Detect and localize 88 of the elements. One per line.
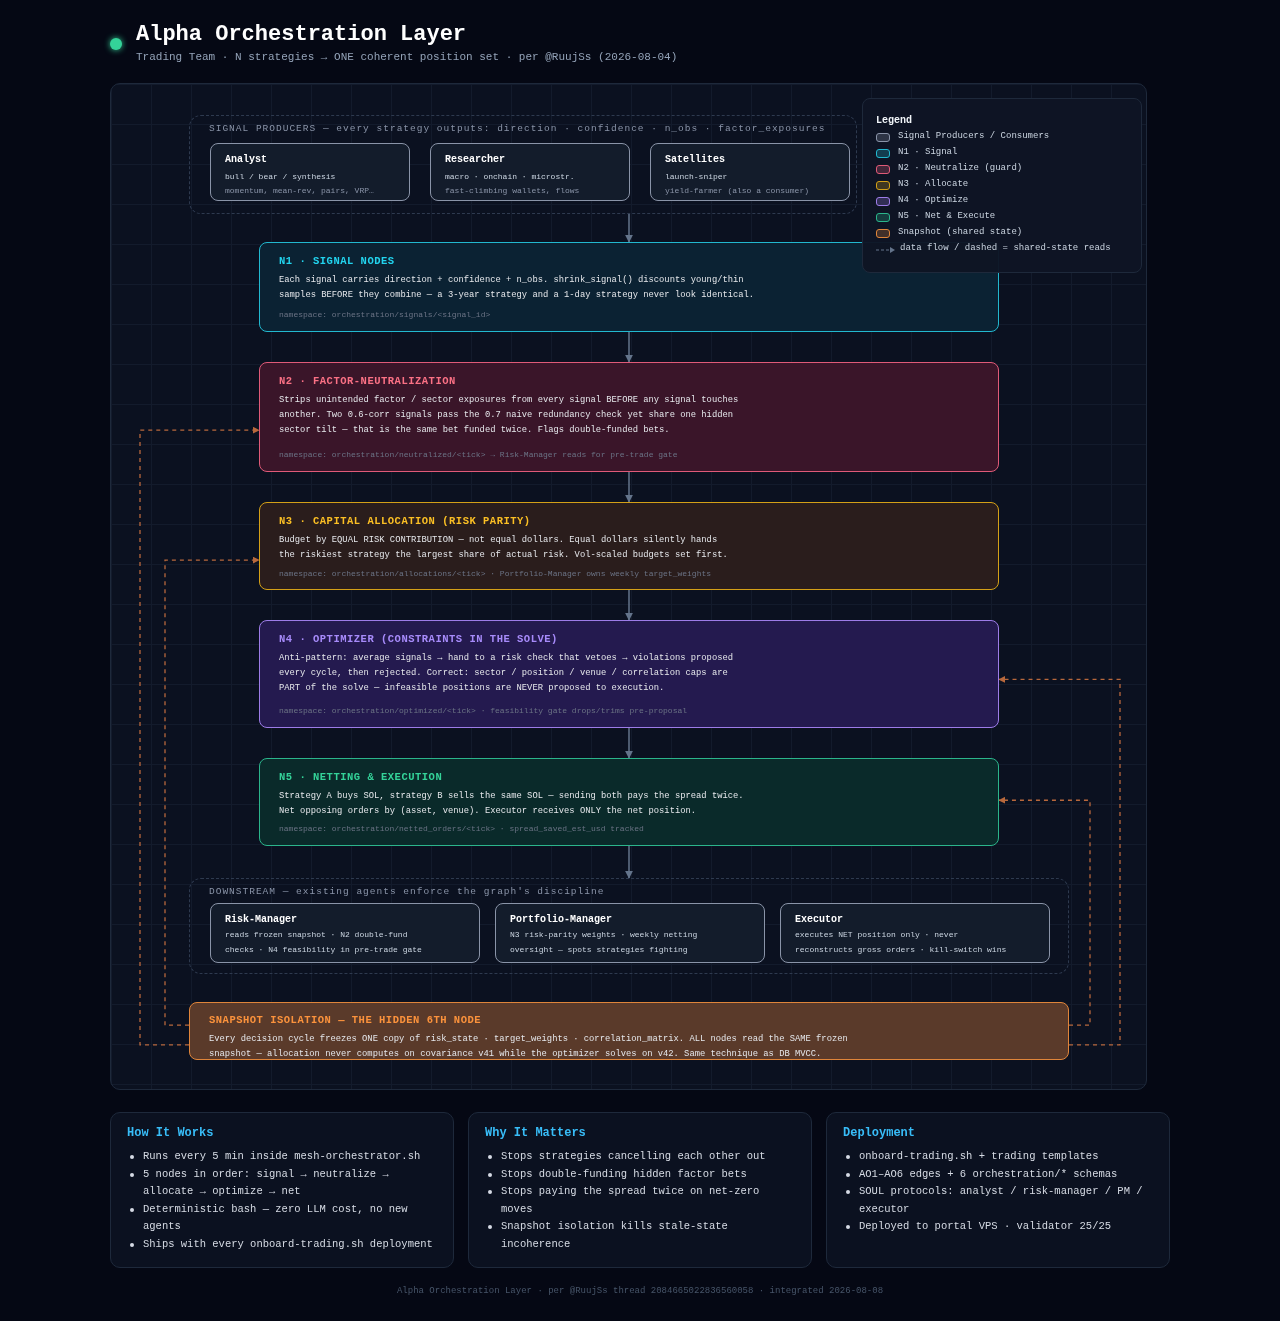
dashed-arrow <box>998 796 1091 1026</box>
agent-card <box>430 143 630 201</box>
group-frame <box>189 115 857 214</box>
namespace-note: namespace: orchestration/allocations/<tick> · Portfolio-Manager owns weekly target_weights <box>279 568 712 580</box>
subtitle: Trading Team · N strategies → ONE coherent position set · per @RuujSs (2026-08-04) <box>136 51 678 63</box>
legend-label: Signal Producers / Consumers <box>898 131 1050 141</box>
snapshot-box <box>189 1002 1069 1060</box>
bullet-text: Stops double-funding hidden factor bets <box>501 1166 748 1182</box>
card-detail: executes NET position only · never reconstructs gross orders · kill-switch wins <box>795 929 1008 956</box>
info-card <box>468 1112 812 1268</box>
bullet-text: Stops strategies cancelling each other out <box>501 1149 767 1164</box>
card-detail: yield-farmer (also a consumer) <box>665 185 811 197</box>
card-heading: How It Works <box>127 1126 214 1140</box>
card-title: Executor <box>795 913 843 927</box>
agent-card <box>210 903 480 963</box>
card-detail: bull / bear / synthesis <box>225 171 337 183</box>
stage-box <box>259 362 999 472</box>
stage-description: Strategy A buys SOL, strategy B sells the same SOL — sending both pays the spread twice. Net opposing orders by (asset, venue). Executor receives ONLY the net position. <box>279 790 745 818</box>
card-title: Portfolio-Manager <box>510 913 613 927</box>
legend-label: N4 · Optimize <box>898 195 969 205</box>
stage-title: N2 · FACTOR-NEUTRALIZATION <box>279 374 456 388</box>
bullet-text: Ships with every onboard-trading.sh deployment <box>143 1236 434 1252</box>
dashed-arrow <box>139 426 260 1046</box>
card-title: Analyst <box>225 153 267 167</box>
legend-label: N1 · Signal <box>898 147 958 157</box>
info-card <box>826 1112 1170 1268</box>
namespace-note: namespace: orchestration/optimized/<tick> · feasibility gate drops/trims pre-proposal <box>279 705 688 717</box>
arrow <box>625 213 633 243</box>
stage-description: Strips unintended factor / sector exposures from every signal BEFORE any signal touches another. Two 0.6-corr signals pass the 0.7 naive redundancy check yet share one hidden sector tilt — that is the same bet funded twice. Flags double-funded bets. <box>279 394 740 437</box>
stage-description: Each signal carries direction + confidence + n_obs. shrink_signal() discounts young/thin samples BEFORE they combine — a 3-year strategy and a 1-day strategy never look identical. <box>279 274 756 302</box>
bullet-text: Deployed to portal VPS · validator 25/25 <box>859 1219 1113 1234</box>
agent-card <box>650 143 850 201</box>
namespace-note: namespace: orchestration/signals/<signal_id> <box>279 309 491 321</box>
stage-description: Budget by EQUAL RISK CONTRIBUTION — not equal dollars. Equal dollars silently hands the riskiest strategy the largest share of actual risk. Vol-scaled budgets set first. <box>279 534 729 562</box>
bullet-text: onboard-trading.sh + trading templates <box>859 1149 1100 1164</box>
dashed-arrow <box>998 675 1121 1046</box>
stage-box <box>259 242 999 332</box>
legend-label: data flow / dashed = shared-state reads <box>900 243 1111 253</box>
bullet-text: SOUL protocols: analyst / risk-manager / PM / executor <box>859 1184 1144 1217</box>
stage-box <box>259 758 999 846</box>
bullet-text: AO1–AO6 edges + 6 orchestration/* schemas <box>859 1166 1119 1182</box>
group-label: DOWNSTREAM — existing agents enforce the graph's discipline <box>209 886 605 897</box>
agent-card <box>210 143 410 201</box>
card-title: Researcher <box>445 153 505 167</box>
namespace-note: namespace: orchestration/netted_orders/<tick> · spread_saved_est_usd tracked <box>279 823 644 835</box>
stage-description: Every decision cycle freezes ONE copy of risk_state · target_weights · correlation_matrix. ALL nodes read the SAME frozen snapshot — allocation never computes on covariance v41 while the optimizer solves on v42. Same technique as DB MVCC. <box>209 1033 849 1061</box>
agent-card <box>780 903 1050 963</box>
card-title: Satellites <box>665 153 725 167</box>
stage-title: SNAPSHOT ISOLATION — THE HIDDEN 6TH NODE <box>209 1013 482 1027</box>
legend-label: Snapshot (shared state) <box>898 227 1023 237</box>
card-detail: fast-climbing wallets, flows <box>445 185 581 197</box>
stage-box <box>259 620 999 728</box>
card-heading: Deployment <box>843 1126 915 1140</box>
arrow <box>625 471 633 503</box>
stage-description: Anti-pattern: average signals → hand to a risk check that vetoes → violations proposed every cycle, then rejected. Correct: sector / position / venue / correlation caps are PART of the solve — infeasible positions are NEVER proposed to execution. <box>279 652 734 695</box>
card-detail: reads frozen snapshot · N2 double-fund checks · N4 feasibility in pre-trade gate <box>225 929 423 956</box>
card-detail: launch-sniper <box>665 171 729 183</box>
info-card <box>110 1112 454 1268</box>
footer-note: Alpha Orchestration Layer · per @RuujSs thread 2084665022836560058 · integrated 2026-08-08 <box>395 1286 885 1296</box>
title: Alpha Orchestration Layer <box>136 22 467 47</box>
bullet-text: Snapshot isolation kills stale-state incoherence <box>501 1219 729 1252</box>
stage-title: N3 · CAPITAL ALLOCATION (RISK PARITY) <box>279 514 531 528</box>
card-detail: momentum, mean-rev, pairs, VRP… <box>225 185 375 197</box>
bullet-text: Deterministic bash — zero LLM cost, no new agents <box>143 1201 409 1234</box>
card-title: Risk-Manager <box>225 913 297 927</box>
bullet-text: Stops paying the spread twice on net-zero moves <box>501 1184 761 1217</box>
card-detail: macro · onchain · microstr. <box>445 171 576 183</box>
stage-title: N1 · SIGNAL NODES <box>279 254 395 268</box>
arrow <box>625 589 633 621</box>
stage-box <box>259 502 999 590</box>
dashed-arrow <box>164 556 260 1026</box>
stage-title: N4 · OPTIMIZER (CONSTRAINTS IN THE SOLVE) <box>279 632 558 646</box>
namespace-note: namespace: orchestration/neutralized/<tick> → Risk-Manager reads for pre-trade gate <box>279 449 678 461</box>
legend-label: N2 · Neutralize (guard) <box>898 163 1023 173</box>
stage-title: N5 · NETTING & EXECUTION <box>279 770 443 784</box>
legend-title: Legend <box>876 115 912 126</box>
card-heading: Why It Matters <box>485 1126 586 1140</box>
group-frame <box>189 878 1069 974</box>
agent-card <box>495 903 765 963</box>
arrow <box>625 727 633 759</box>
group-label: SIGNAL PRODUCERS — every strategy outputs: direction · confidence · n_obs · factor_exposures <box>209 123 826 134</box>
arrow <box>625 331 633 363</box>
legend-label: N5 · Net & Execute <box>898 211 996 221</box>
card-detail: N3 risk-parity weights · weekly netting oversight — spots strategies fighting <box>510 929 699 956</box>
arrow <box>625 845 633 879</box>
legend-label: N3 · Allocate <box>898 179 969 189</box>
bullet-text: Runs every 5 min inside mesh-orchestrator.sh <box>143 1149 422 1164</box>
bullet-text: 5 nodes in order: signal → neutralize → allocate → optimize → net <box>143 1166 390 1199</box>
